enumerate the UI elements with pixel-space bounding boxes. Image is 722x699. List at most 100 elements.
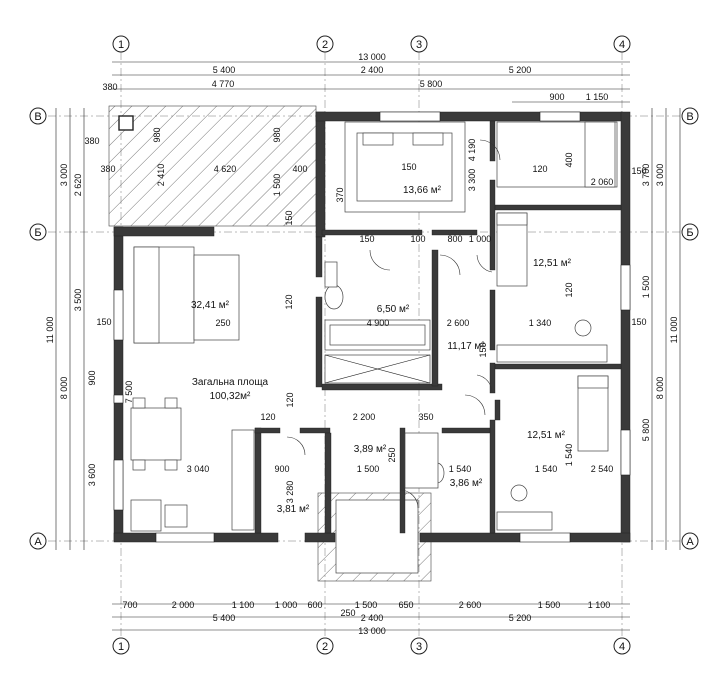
room-area-living: 32,41 м²	[191, 300, 230, 311]
svg-text:3 000: 3 000	[655, 164, 665, 187]
svg-text:1 500: 1 500	[272, 174, 282, 197]
svg-text:Б: Б	[686, 227, 693, 239]
room-area-bedroom-low: 12,51 м²	[527, 430, 566, 441]
porch-steps	[335, 499, 419, 574]
svg-text:1 000: 1 000	[275, 600, 298, 610]
svg-text:2 000: 2 000	[172, 600, 195, 610]
svg-text:2 400: 2 400	[361, 65, 384, 75]
door-swings	[286, 139, 501, 509]
svg-text:120: 120	[284, 294, 294, 309]
svg-text:150: 150	[631, 317, 646, 327]
svg-text:120: 120	[532, 164, 547, 174]
svg-text:2 200: 2 200	[353, 412, 376, 422]
svg-text:1 540: 1 540	[449, 464, 472, 474]
svg-text:3 700: 3 700	[641, 164, 651, 187]
axis-marker-col-4-bottom: 4	[613, 637, 631, 655]
svg-text:2 600: 2 600	[459, 600, 482, 610]
svg-text:7 500: 7 500	[124, 381, 134, 404]
svg-text:120: 120	[564, 282, 574, 297]
svg-text:350: 350	[418, 412, 433, 422]
svg-text:1 340: 1 340	[529, 318, 552, 328]
room-labels: 32,41 м² 13,66 м² 6,50 м² 11,17 м² 12,51…	[191, 185, 572, 515]
svg-text:1 500: 1 500	[538, 600, 561, 610]
svg-text:3 500: 3 500	[73, 289, 83, 312]
svg-text:3: 3	[416, 39, 422, 51]
furniture	[130, 121, 618, 532]
svg-text:4: 4	[619, 39, 625, 51]
svg-text:250: 250	[387, 447, 397, 462]
svg-text:380: 380	[84, 136, 99, 146]
svg-text:8 000: 8 000	[655, 377, 665, 400]
terrace-post-icon	[118, 115, 134, 131]
svg-text:4 770: 4 770	[212, 79, 235, 89]
svg-text:2 060: 2 060	[591, 177, 614, 187]
svg-text:650: 650	[398, 600, 413, 610]
svg-text:150: 150	[359, 234, 374, 244]
axis-marker-row-a-right: А	[681, 532, 699, 550]
axis-marker-row-v-right: В	[681, 107, 699, 125]
svg-text:4: 4	[619, 641, 625, 653]
interior-walls	[254, 120, 622, 534]
svg-text:380: 380	[100, 164, 115, 174]
svg-text:4 900: 4 900	[367, 318, 390, 328]
svg-text:5 800: 5 800	[641, 419, 651, 442]
svg-text:В: В	[686, 111, 693, 123]
svg-text:150: 150	[478, 342, 488, 357]
svg-text:3 000: 3 000	[59, 164, 69, 187]
svg-text:3: 3	[416, 641, 422, 653]
axis-marker-row-b-right: Б	[681, 223, 699, 241]
svg-text:150: 150	[631, 166, 646, 176]
room-area-vestibule: 3,89 м²	[354, 444, 387, 455]
svg-text:250: 250	[340, 608, 355, 618]
svg-text:4 190: 4 190	[467, 139, 477, 162]
svg-text:1 540: 1 540	[564, 444, 574, 467]
svg-text:11 000: 11 000	[45, 317, 55, 344]
room-area-hall: 11,17 м²	[447, 341, 485, 352]
svg-text:1 500: 1 500	[641, 276, 651, 299]
svg-text:900: 900	[274, 464, 289, 474]
top-dimension-chains: 13 000 5 400 2 400 5 200 4 770 5 800 900…	[102, 52, 630, 103]
svg-text:400: 400	[564, 152, 574, 167]
terrace-hatch	[108, 105, 317, 227]
svg-text:1 540: 1 540	[535, 464, 558, 474]
svg-text:3 280: 3 280	[285, 481, 295, 504]
svg-text:2 620: 2 620	[73, 174, 83, 197]
svg-text:150: 150	[401, 162, 416, 172]
svg-text:1 100: 1 100	[232, 600, 255, 610]
svg-text:3 040: 3 040	[187, 464, 210, 474]
axis-marker-row-a-left: А	[29, 532, 47, 550]
svg-text:5 400: 5 400	[213, 613, 236, 623]
svg-text:А: А	[686, 536, 694, 548]
axis-marker-col-3-bottom: 3	[410, 637, 428, 655]
axis-marker-col-1: 1	[112, 35, 130, 53]
room-area-bath: 6,50 м²	[377, 304, 410, 315]
svg-text:980: 980	[272, 127, 282, 142]
svg-text:3 300: 3 300	[467, 169, 477, 192]
svg-text:2 600: 2 600	[447, 318, 470, 328]
svg-text:5 800: 5 800	[420, 79, 443, 89]
axis-marker-col-3: 3	[410, 35, 428, 53]
svg-text:1 500: 1 500	[357, 464, 380, 474]
svg-text:100: 100	[410, 234, 425, 244]
svg-text:120: 120	[260, 412, 275, 422]
svg-text:5 200: 5 200	[509, 613, 532, 623]
svg-text:13 000: 13 000	[358, 626, 386, 636]
svg-text:980: 980	[152, 127, 162, 142]
total-area-label: Загальна площа	[192, 377, 269, 388]
window-openings	[113, 111, 631, 543]
svg-text:2: 2	[322, 39, 328, 51]
svg-text:8 000: 8 000	[59, 377, 69, 400]
room-area-bedroom-top: 13,66 м²	[403, 185, 442, 196]
svg-text:2 410: 2 410	[156, 164, 166, 187]
total-area-value: 100,32м²	[210, 391, 251, 402]
svg-text:4 620: 4 620	[214, 164, 237, 174]
svg-text:150: 150	[284, 210, 294, 225]
axis-marker-col-4: 4	[613, 35, 631, 53]
svg-text:5 200: 5 200	[509, 65, 532, 75]
room-area-wc: 3,86 м²	[450, 478, 483, 489]
axis-marker-col-2: 2	[316, 35, 334, 53]
svg-text:150: 150	[96, 317, 111, 327]
svg-text:5 400: 5 400	[213, 65, 236, 75]
axis-marker-col-2-bottom: 2	[316, 637, 334, 655]
